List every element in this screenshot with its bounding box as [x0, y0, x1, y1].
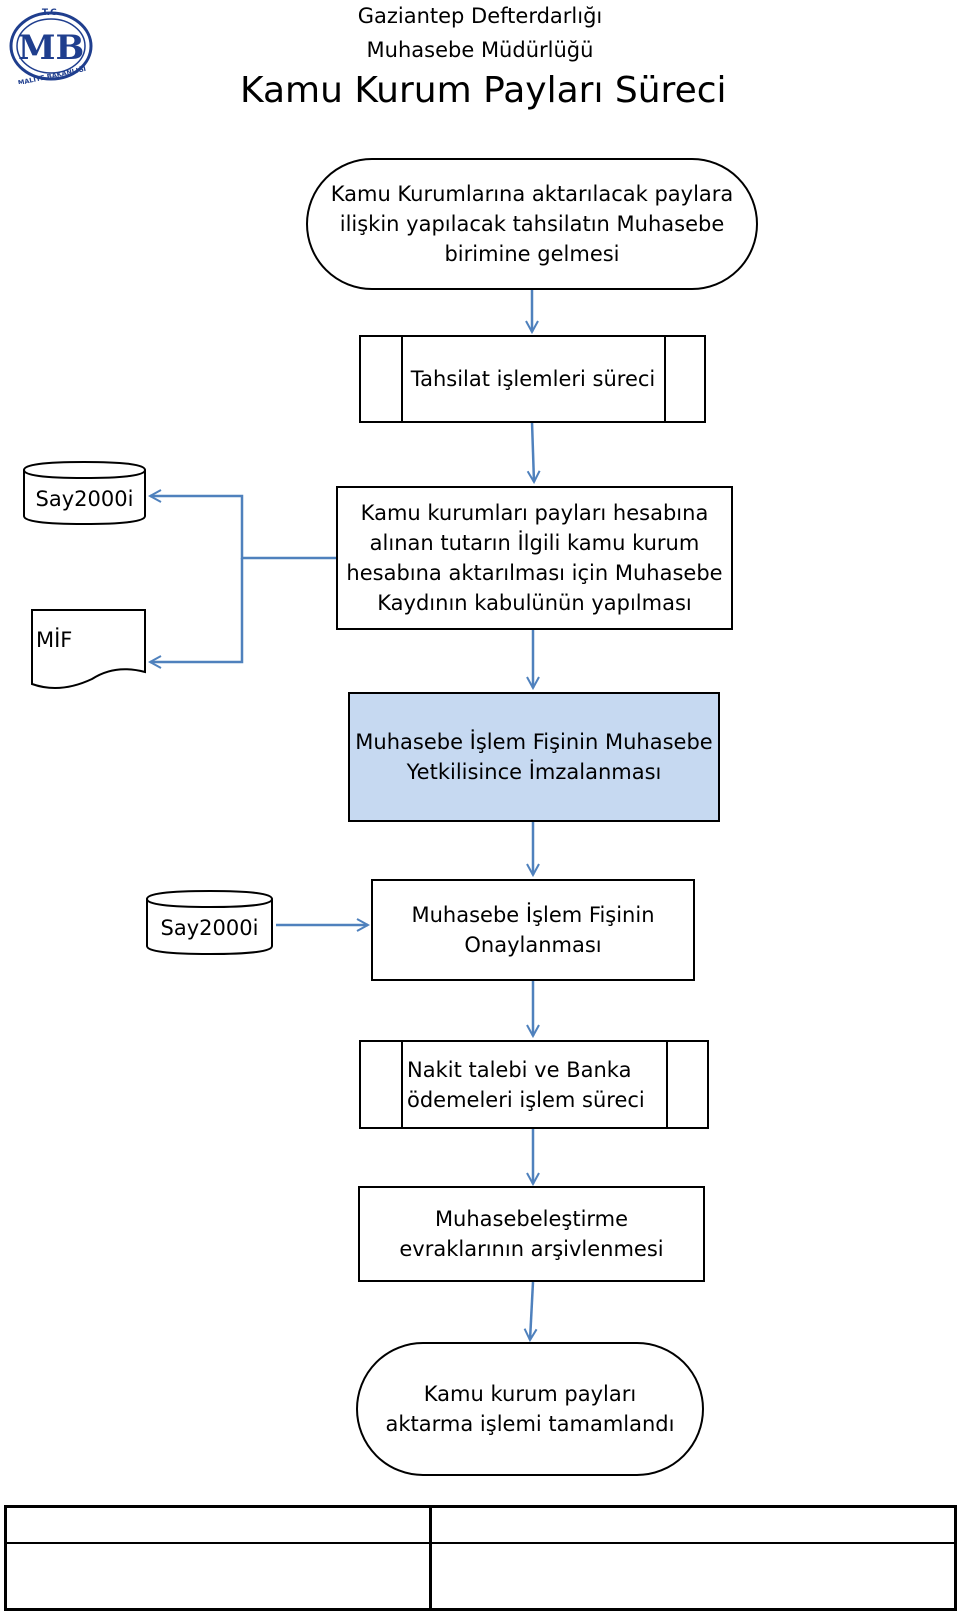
connector-kabul-to-say2000i [150, 496, 336, 560]
imza-box: Muhasebe İşlem Fişinin Muhasebe Yetkilis… [348, 692, 720, 822]
kabul-box: Kamu kurumları payları hesabına alınan t… [336, 486, 733, 630]
onay-box: Muhasebe İşlem Fişinin Onaylanması [371, 879, 695, 981]
mif-label: MİF [36, 628, 73, 652]
nakit-process: Nakit talebi ve Banka ödemeleri işlem sü… [359, 1040, 709, 1129]
arsiv-text: Muhasebeleştirme evraklarının arşivlenme… [399, 1207, 664, 1261]
logo-mark: MB [18, 28, 84, 68]
header-line-2: Muhasebe Müdürlüğü [366, 38, 594, 62]
ministry-logo: MB T.C. MALİYE BAKANLIĞI [6, 4, 96, 87]
arsiv-box: Muhasebeleştirme evraklarının arşivlenme… [358, 1186, 705, 1282]
kabul-text: Kamu kurumları payları hesabına alınan t… [346, 501, 723, 615]
imza-text: Muhasebe İşlem Fişinin Muhasebe Yetkilis… [355, 730, 713, 784]
say2000i-label-2: Say2000i [160, 916, 259, 940]
document-icon [31, 609, 146, 689]
page-title: Kamu Kurum Payları Süreci [240, 70, 727, 111]
arrow-tahsilat-to-kabul [532, 421, 534, 482]
logo-top-text: T.C. [42, 8, 60, 18]
say2000i-label-1: Say2000i [35, 487, 134, 511]
start-terminator: Kamu Kurumlarına aktarılacak paylara ili… [306, 158, 758, 290]
onay-text: Muhasebe İşlem Fişinin Onaylanması [411, 903, 655, 957]
header-line-1: Gaziantep Defterdarlığı [357, 4, 603, 28]
start-text: Kamu Kurumlarına aktarılacak paylara ili… [330, 182, 734, 266]
footer-table [4, 1505, 957, 1611]
end-text: Kamu kurum payları aktarma işlemi tamaml… [385, 1382, 675, 1436]
end-terminator: Kamu kurum payları aktarma işlemi tamaml… [356, 1342, 704, 1476]
nakit-text: Nakit talebi ve Banka ödemeleri işlem sü… [407, 1057, 645, 1112]
tahsilat-text: Tahsilat işlemleri süreci [410, 367, 656, 391]
arrow-arsiv-to-end [530, 1281, 533, 1340]
tahsilat-process: Tahsilat işlemleri süreci [359, 335, 706, 423]
footer-row-divider [7, 1542, 954, 1544]
footer-column-divider [429, 1508, 432, 1608]
connector-kabul-to-mif [150, 558, 244, 662]
